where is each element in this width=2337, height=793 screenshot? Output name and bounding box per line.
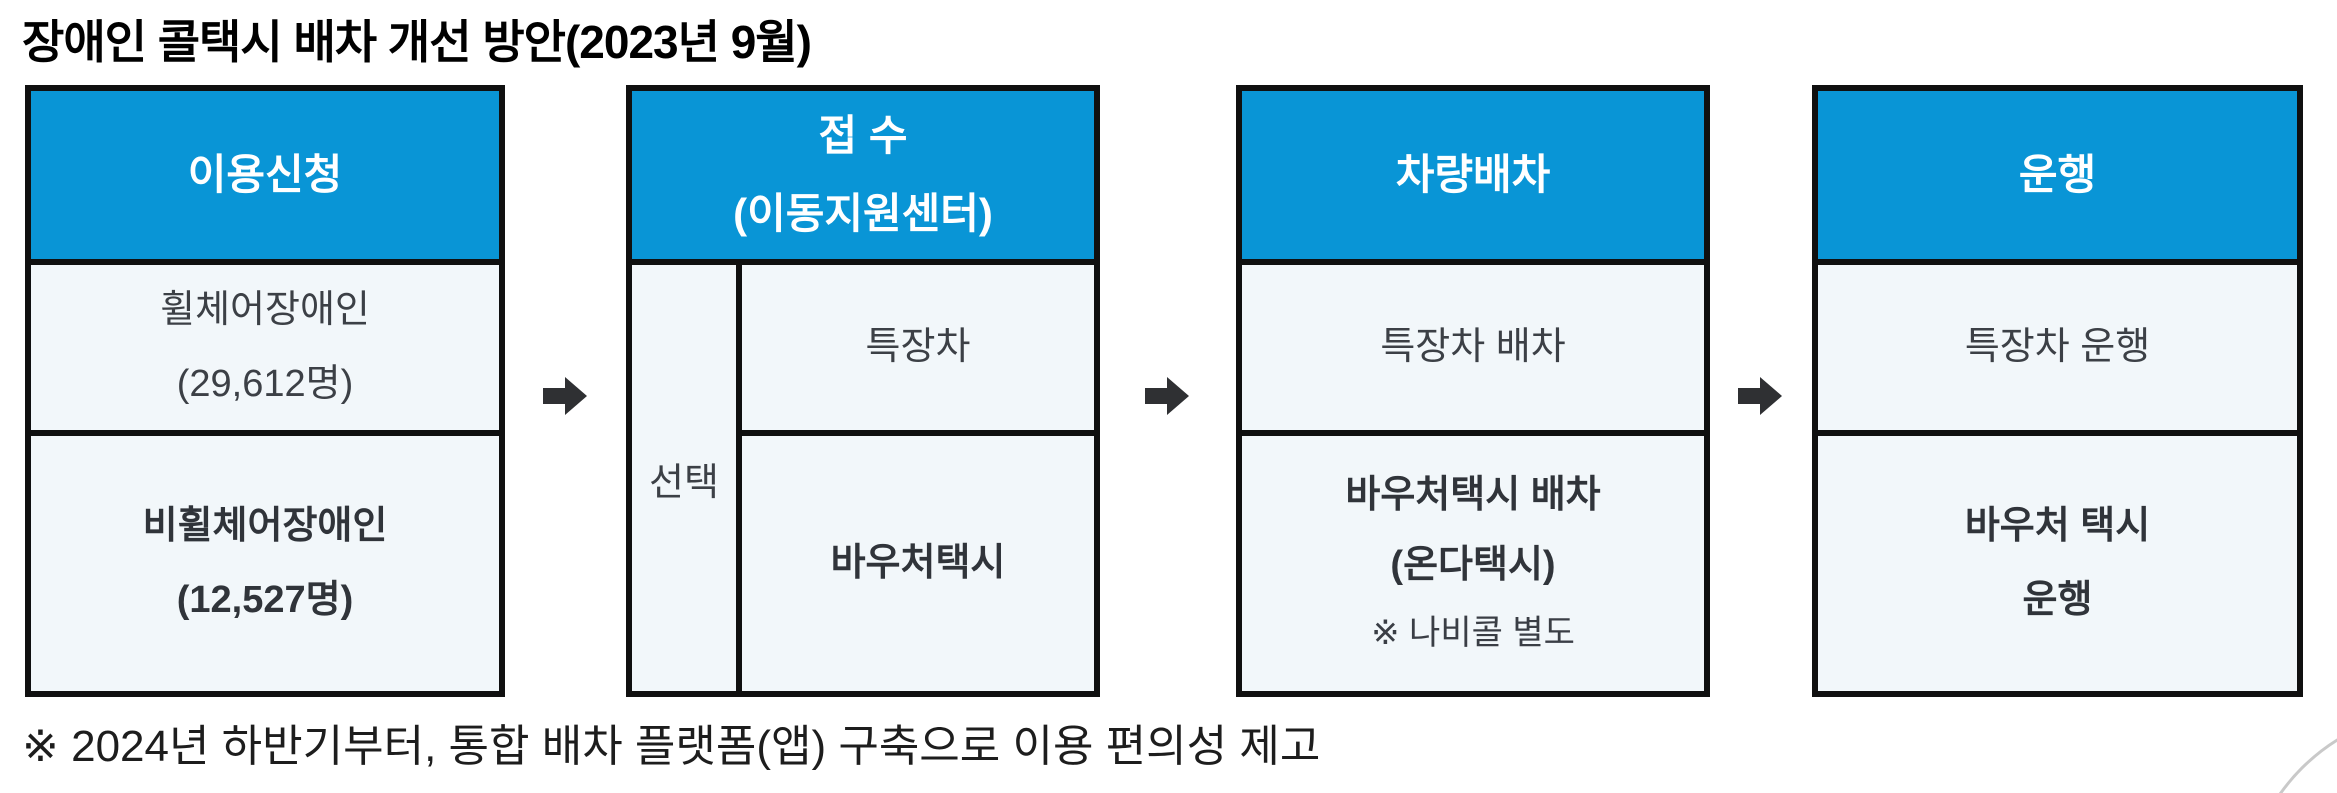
- step-body-reception: 선택 특장차 바우처택시: [632, 265, 1094, 691]
- cell-non-wheelchair-users: 비휠체어장애인 (12,527명): [31, 436, 499, 691]
- flow-arrow-icon: [1145, 377, 1189, 415]
- step-header-sublabel: (이동지원센터): [733, 190, 993, 237]
- cell-line: 비휠체어장애인: [142, 504, 388, 547]
- cell-voucher-taxi-operation: 바우처 택시 운행: [1818, 436, 2297, 691]
- cell-special-vehicle-option: 특장차: [742, 265, 1094, 436]
- cell-line: 바우처 택시: [1964, 504, 2151, 547]
- cell-line: (29,612명): [176, 362, 354, 405]
- cell-wheelchair-users: 휠체어장애인 (29,612명): [31, 265, 499, 436]
- flow-arrow-icon: [1738, 377, 1782, 415]
- cell-line: 바우처택시: [830, 541, 1006, 584]
- step-body-application: 휠체어장애인 (29,612명) 비휠체어장애인 (12,527명): [31, 265, 499, 691]
- footnote: ※ 2024년 하반기부터, 통합 배차 플랫폼(앱) 구축으로 이용 편의성 …: [22, 722, 1321, 771]
- step-header-dispatch: 차량배차: [1242, 91, 1704, 265]
- step-body-dispatch: 특장차 배차 바우처택시 배차 (온다택시) ※ 나비콜 별도: [1242, 265, 1704, 691]
- cell-line: 운행: [2022, 578, 2093, 621]
- step-header-application: 이용신청: [31, 91, 499, 265]
- step-header-label: 차량배차: [1395, 150, 1551, 198]
- page-title: 장애인 콜택시 배차 개선 방안(2023년 9월): [22, 16, 812, 68]
- cell-line: (12,527명): [176, 578, 354, 621]
- cell-line: 선택: [649, 461, 719, 504]
- step-box-application: 이용신청 휠체어장애인 (29,612명) 비휠체어장애인 (12,527명): [25, 85, 505, 697]
- cell-line: 특장차 배차: [1380, 325, 1566, 368]
- cell-line: 특장차: [865, 325, 971, 368]
- cell-line: 휠체어장애인: [160, 288, 370, 331]
- cell-note: ※ 나비콜 별도: [1371, 613, 1575, 652]
- step-header-label: 운행: [2018, 150, 2097, 198]
- step-box-dispatch: 차량배차 특장차 배차 바우처택시 배차 (온다택시) ※ 나비콜 별도: [1236, 85, 1710, 697]
- cell-special-vehicle-operation: 특장차 운행: [1818, 265, 2297, 436]
- step-header-label: 이용신청: [187, 150, 343, 198]
- step-header-reception: 접 수 (이동지원센터): [632, 91, 1094, 265]
- cell-voucher-taxi-dispatch: 바우처택시 배차 (온다택시) ※ 나비콜 별도: [1242, 436, 1704, 691]
- cell-voucher-taxi-option: 바우처택시: [742, 436, 1094, 691]
- cell-special-vehicle-dispatch: 특장차 배차: [1242, 265, 1704, 436]
- option-column: 특장차 바우처택시: [742, 265, 1094, 691]
- step-body-operation: 특장차 운행 바우처 택시 운행: [1818, 265, 2297, 691]
- cell-select-label: 선택: [632, 265, 742, 691]
- step-box-operation: 운행 특장차 운행 바우처 택시 운행: [1812, 85, 2303, 697]
- cell-line: (온다택시): [1390, 543, 1556, 586]
- cell-line: 특장차 운행: [1964, 325, 2151, 368]
- step-header-label: 접 수: [818, 111, 908, 159]
- cell-line: 바우처택시 배차: [1345, 474, 1601, 517]
- flow-arrow-icon: [543, 377, 587, 415]
- step-header-operation: 운행: [1818, 91, 2297, 265]
- step-box-reception: 접 수 (이동지원센터) 선택 특장차 바우처택시: [626, 85, 1100, 697]
- corner-arc-decoration: [2278, 738, 2337, 793]
